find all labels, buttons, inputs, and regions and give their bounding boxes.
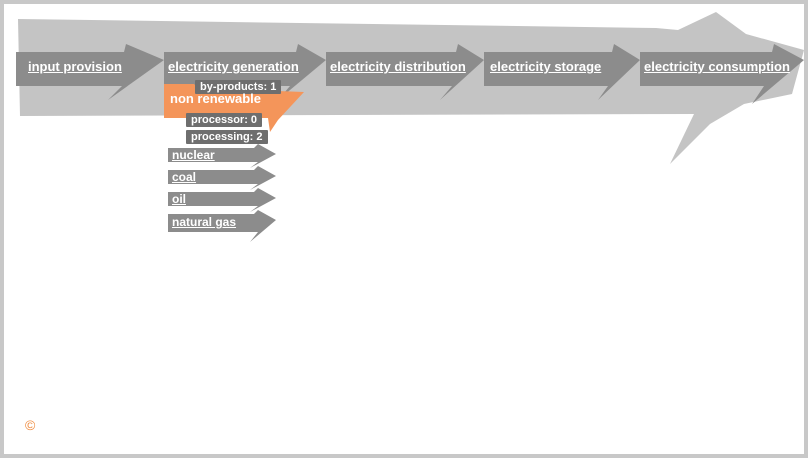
stage-arrow-electricity-distribution bbox=[326, 44, 484, 100]
byproducts-badge: by-products: 1 bbox=[195, 80, 282, 94]
processor-badge: processor: 0 bbox=[186, 113, 263, 127]
stage-link-electricity-distribution[interactable]: electricity distribution bbox=[330, 59, 466, 74]
copyright-symbol: © bbox=[25, 417, 36, 433]
item-link-oil[interactable]: oil bbox=[172, 192, 186, 206]
main-flow-arrow bbox=[18, 12, 804, 164]
item-link-natural-gas[interactable]: natural gas bbox=[172, 215, 237, 229]
item-link-nuclear[interactable]: nuclear bbox=[172, 148, 215, 162]
stage-link-input-provision[interactable]: input provision bbox=[28, 59, 122, 74]
stage-arrow-electricity-storage bbox=[484, 44, 640, 100]
item-arrow-coal bbox=[168, 166, 276, 190]
item-arrow-oil bbox=[168, 188, 276, 212]
processing-badge: processing: 2 bbox=[186, 130, 268, 144]
item-arrow-nuclear bbox=[168, 144, 276, 168]
stage-arrow-input-provision bbox=[16, 44, 164, 100]
stage-link-electricity-consumption[interactable]: electricity consumption bbox=[644, 59, 790, 74]
item-arrow-natural-gas bbox=[168, 210, 276, 242]
stage-arrow-electricity-consumption bbox=[640, 44, 804, 104]
stage-link-electricity-storage[interactable]: electricity storage bbox=[490, 59, 602, 74]
category-arrow-non-renewable bbox=[164, 84, 304, 132]
diagram-shapes bbox=[16, 12, 804, 242]
category-label-non-renewable[interactable]: non renewable bbox=[170, 91, 262, 106]
stage-link-electricity-generation[interactable]: electricity generation bbox=[168, 59, 299, 74]
item-link-coal[interactable]: coal bbox=[172, 170, 197, 184]
